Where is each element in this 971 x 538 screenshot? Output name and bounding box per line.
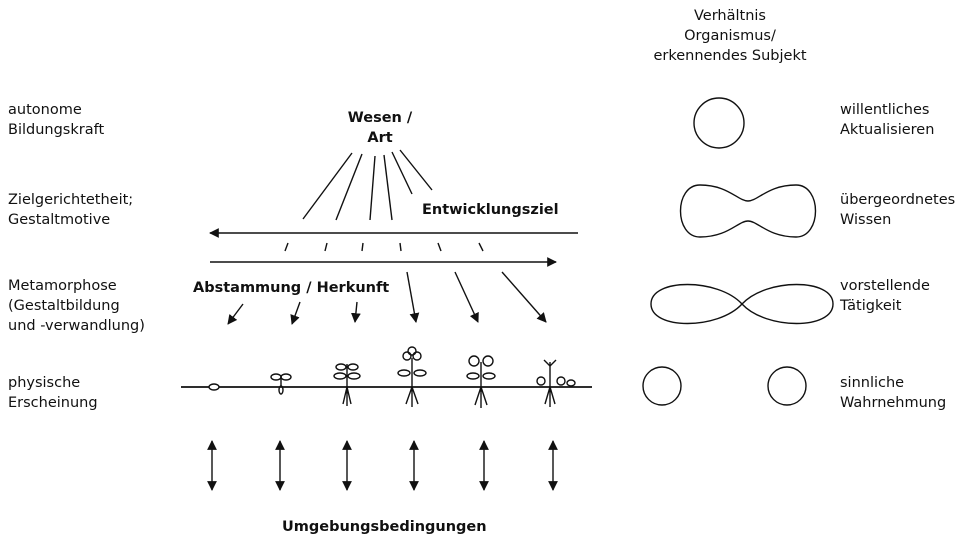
seed-icon bbox=[208, 383, 220, 391]
seeding-plant-icon bbox=[536, 359, 576, 407]
level-label-physical-appearance: physische Erscheinung bbox=[8, 375, 98, 411]
relation-label-perception: sinnliche Wahrnehmung bbox=[840, 375, 947, 411]
metamorphosis-arrows bbox=[227, 271, 547, 325]
relation-label-knowledge: übergeordnetes Wissen bbox=[840, 192, 956, 228]
environment-label: Umgebungsbedingungen bbox=[282, 519, 487, 535]
level-label-formative-force: autonome Bildungskraft bbox=[8, 102, 105, 138]
fruiting-plant-icon bbox=[466, 355, 496, 408]
goal-label: Entwicklungsziel bbox=[422, 202, 559, 218]
will-circle-shape bbox=[693, 97, 745, 149]
descent-label: Abstammung / Herkunft bbox=[193, 280, 390, 296]
perception-right-circle-shape bbox=[767, 366, 807, 406]
level-label-goal-directedness: Zielgerichtetheit; Gestaltmotive bbox=[8, 192, 134, 228]
level-label-metamorphosis: Metamorphose (Gestaltbildung und -verwan… bbox=[8, 278, 145, 334]
transition-dashes bbox=[284, 242, 484, 252]
perception-left-circle-shape bbox=[642, 366, 682, 406]
knowledge-peanut-shape bbox=[679, 184, 817, 238]
essence-rays bbox=[302, 149, 433, 221]
relation-column-title: Verhältnis Organismus/ erkennendes Subje… bbox=[653, 8, 807, 64]
essence-label: Wesen / Art bbox=[347, 110, 413, 146]
relation-label-will: willentliches Aktualisieren bbox=[840, 102, 935, 138]
relation-label-imagination: vorstellende Tätigkeit bbox=[840, 278, 930, 314]
flowering-plant-icon bbox=[397, 346, 427, 407]
young-plant-icon bbox=[333, 363, 361, 406]
environment-arrows bbox=[207, 440, 558, 491]
seedling-icon bbox=[270, 373, 292, 395]
imagination-lemniscate-shape bbox=[650, 283, 834, 325]
